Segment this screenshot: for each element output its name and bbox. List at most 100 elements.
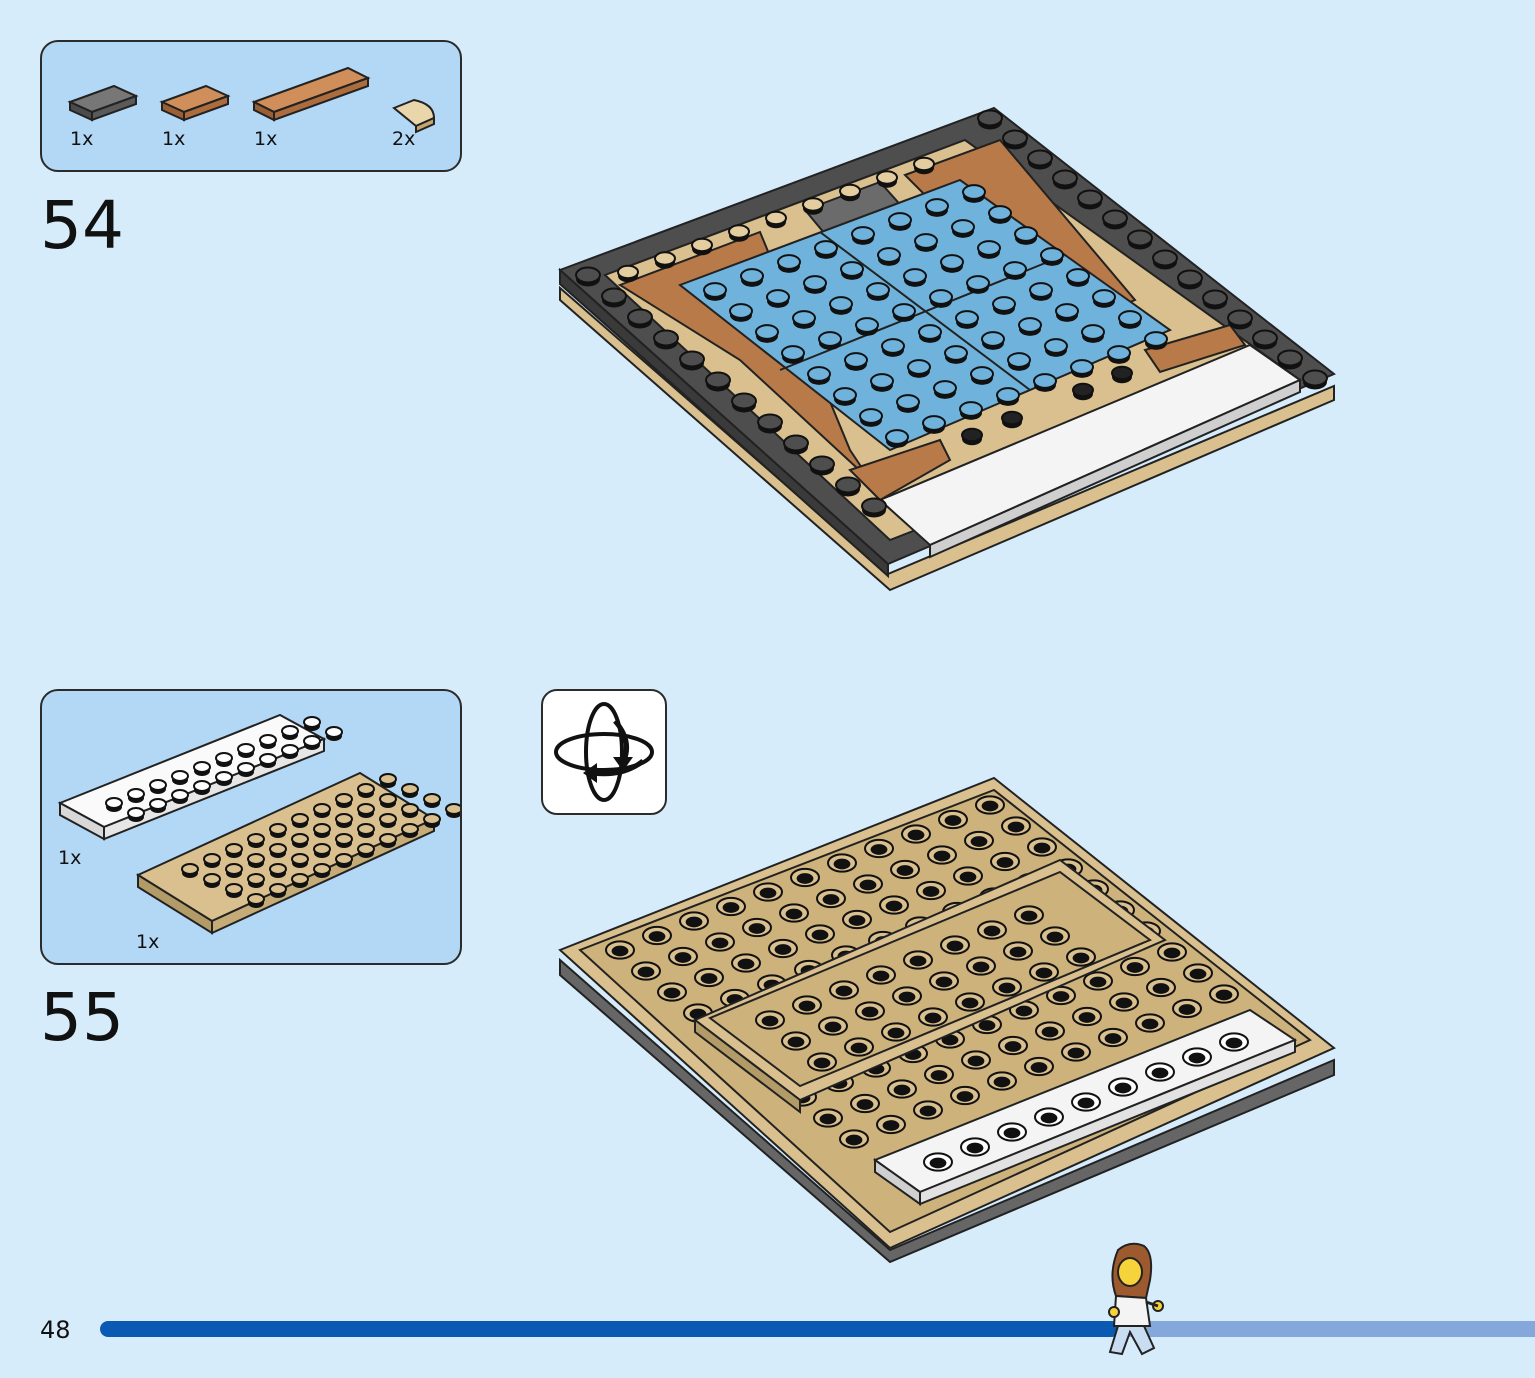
tube-hole xyxy=(1067,1047,1085,1059)
stud xyxy=(225,883,243,895)
stud xyxy=(840,261,864,277)
stud xyxy=(929,289,953,305)
stud xyxy=(1152,249,1178,267)
stud xyxy=(833,387,857,403)
tube-hole xyxy=(648,931,666,942)
stud xyxy=(888,212,912,228)
nougat-tile-short-icon xyxy=(159,84,231,122)
stud xyxy=(818,331,842,347)
stud xyxy=(291,833,309,845)
stud xyxy=(259,734,277,746)
stud xyxy=(740,268,764,284)
stud xyxy=(1040,247,1064,263)
tube-hole xyxy=(611,945,629,957)
stud xyxy=(851,226,875,242)
stud xyxy=(705,371,731,389)
tube-hole xyxy=(761,1015,779,1027)
part-qty: 1x xyxy=(254,128,278,150)
tube-hole xyxy=(946,940,964,952)
stud xyxy=(193,780,211,792)
stud xyxy=(777,254,801,270)
tube-hole xyxy=(1003,1127,1021,1139)
tube-hole xyxy=(1046,931,1064,943)
tube-hole xyxy=(1151,1067,1169,1079)
tube-hole xyxy=(924,1012,942,1024)
step-54-model-illustration xyxy=(558,106,1336,592)
tube-hole xyxy=(700,973,718,984)
tube-hole xyxy=(1141,1018,1159,1030)
stud xyxy=(1107,345,1131,361)
stud xyxy=(961,427,983,443)
tube-hole xyxy=(774,944,792,955)
tube-hole xyxy=(922,886,940,897)
stud xyxy=(892,303,916,319)
stud xyxy=(215,771,233,783)
stud xyxy=(981,331,1005,347)
stud xyxy=(861,497,887,515)
tube-hole xyxy=(930,1070,948,1081)
stud xyxy=(335,853,353,865)
stud xyxy=(877,247,901,263)
stud xyxy=(913,156,935,172)
stud xyxy=(181,863,199,875)
tube-hole xyxy=(785,908,803,920)
stud xyxy=(1118,310,1142,326)
tube-hole xyxy=(674,952,692,963)
tube-hole xyxy=(796,873,814,884)
tube-hole xyxy=(822,894,840,905)
stud xyxy=(281,725,299,737)
tube-hole xyxy=(1033,842,1051,854)
parts-box-step-54: 1x 1x 1x 2x xyxy=(40,40,462,172)
stud xyxy=(627,308,653,326)
dark-gray-tile-icon xyxy=(67,84,139,122)
stud xyxy=(844,352,868,368)
stud xyxy=(313,843,331,855)
stud xyxy=(1002,129,1028,147)
tube-hole xyxy=(737,958,755,970)
stud xyxy=(809,455,835,473)
parts-illustration xyxy=(57,713,460,935)
rotate-model-icon xyxy=(554,702,654,802)
tube-hole xyxy=(909,955,927,967)
tube-hole xyxy=(1126,962,1144,973)
stud xyxy=(970,366,994,382)
tube-hole xyxy=(711,937,729,949)
stud xyxy=(325,726,343,738)
minifigure-walking-icon xyxy=(1108,1242,1164,1356)
stud xyxy=(866,282,890,298)
tube-hole xyxy=(998,982,1016,994)
stud xyxy=(313,803,331,815)
stud xyxy=(171,789,189,801)
tube-hole xyxy=(833,858,851,870)
stud xyxy=(423,813,441,825)
stud xyxy=(1052,169,1078,187)
stud xyxy=(859,408,883,424)
stud xyxy=(1127,229,1153,247)
stud xyxy=(729,303,753,319)
stud xyxy=(291,873,309,885)
stud xyxy=(269,823,287,835)
tube-hole xyxy=(1004,1041,1022,1052)
stud xyxy=(193,761,211,773)
stud xyxy=(313,823,331,835)
tube-hole xyxy=(972,961,990,973)
stud xyxy=(781,345,805,361)
stud xyxy=(803,275,827,291)
stud xyxy=(357,843,375,855)
blue-studs xyxy=(703,184,1168,448)
stud xyxy=(247,893,265,905)
stud xyxy=(127,788,145,800)
stud xyxy=(907,359,931,375)
stud xyxy=(839,183,861,199)
tube-hole xyxy=(835,985,853,997)
tube-hole xyxy=(1035,967,1053,979)
stud xyxy=(933,380,957,396)
stud xyxy=(291,813,309,825)
stud xyxy=(335,813,353,825)
tube-hole xyxy=(935,976,953,988)
tube-hole xyxy=(856,1099,874,1110)
stud xyxy=(679,350,705,368)
stud xyxy=(1077,189,1103,207)
stud xyxy=(829,296,853,312)
stud xyxy=(269,863,287,875)
